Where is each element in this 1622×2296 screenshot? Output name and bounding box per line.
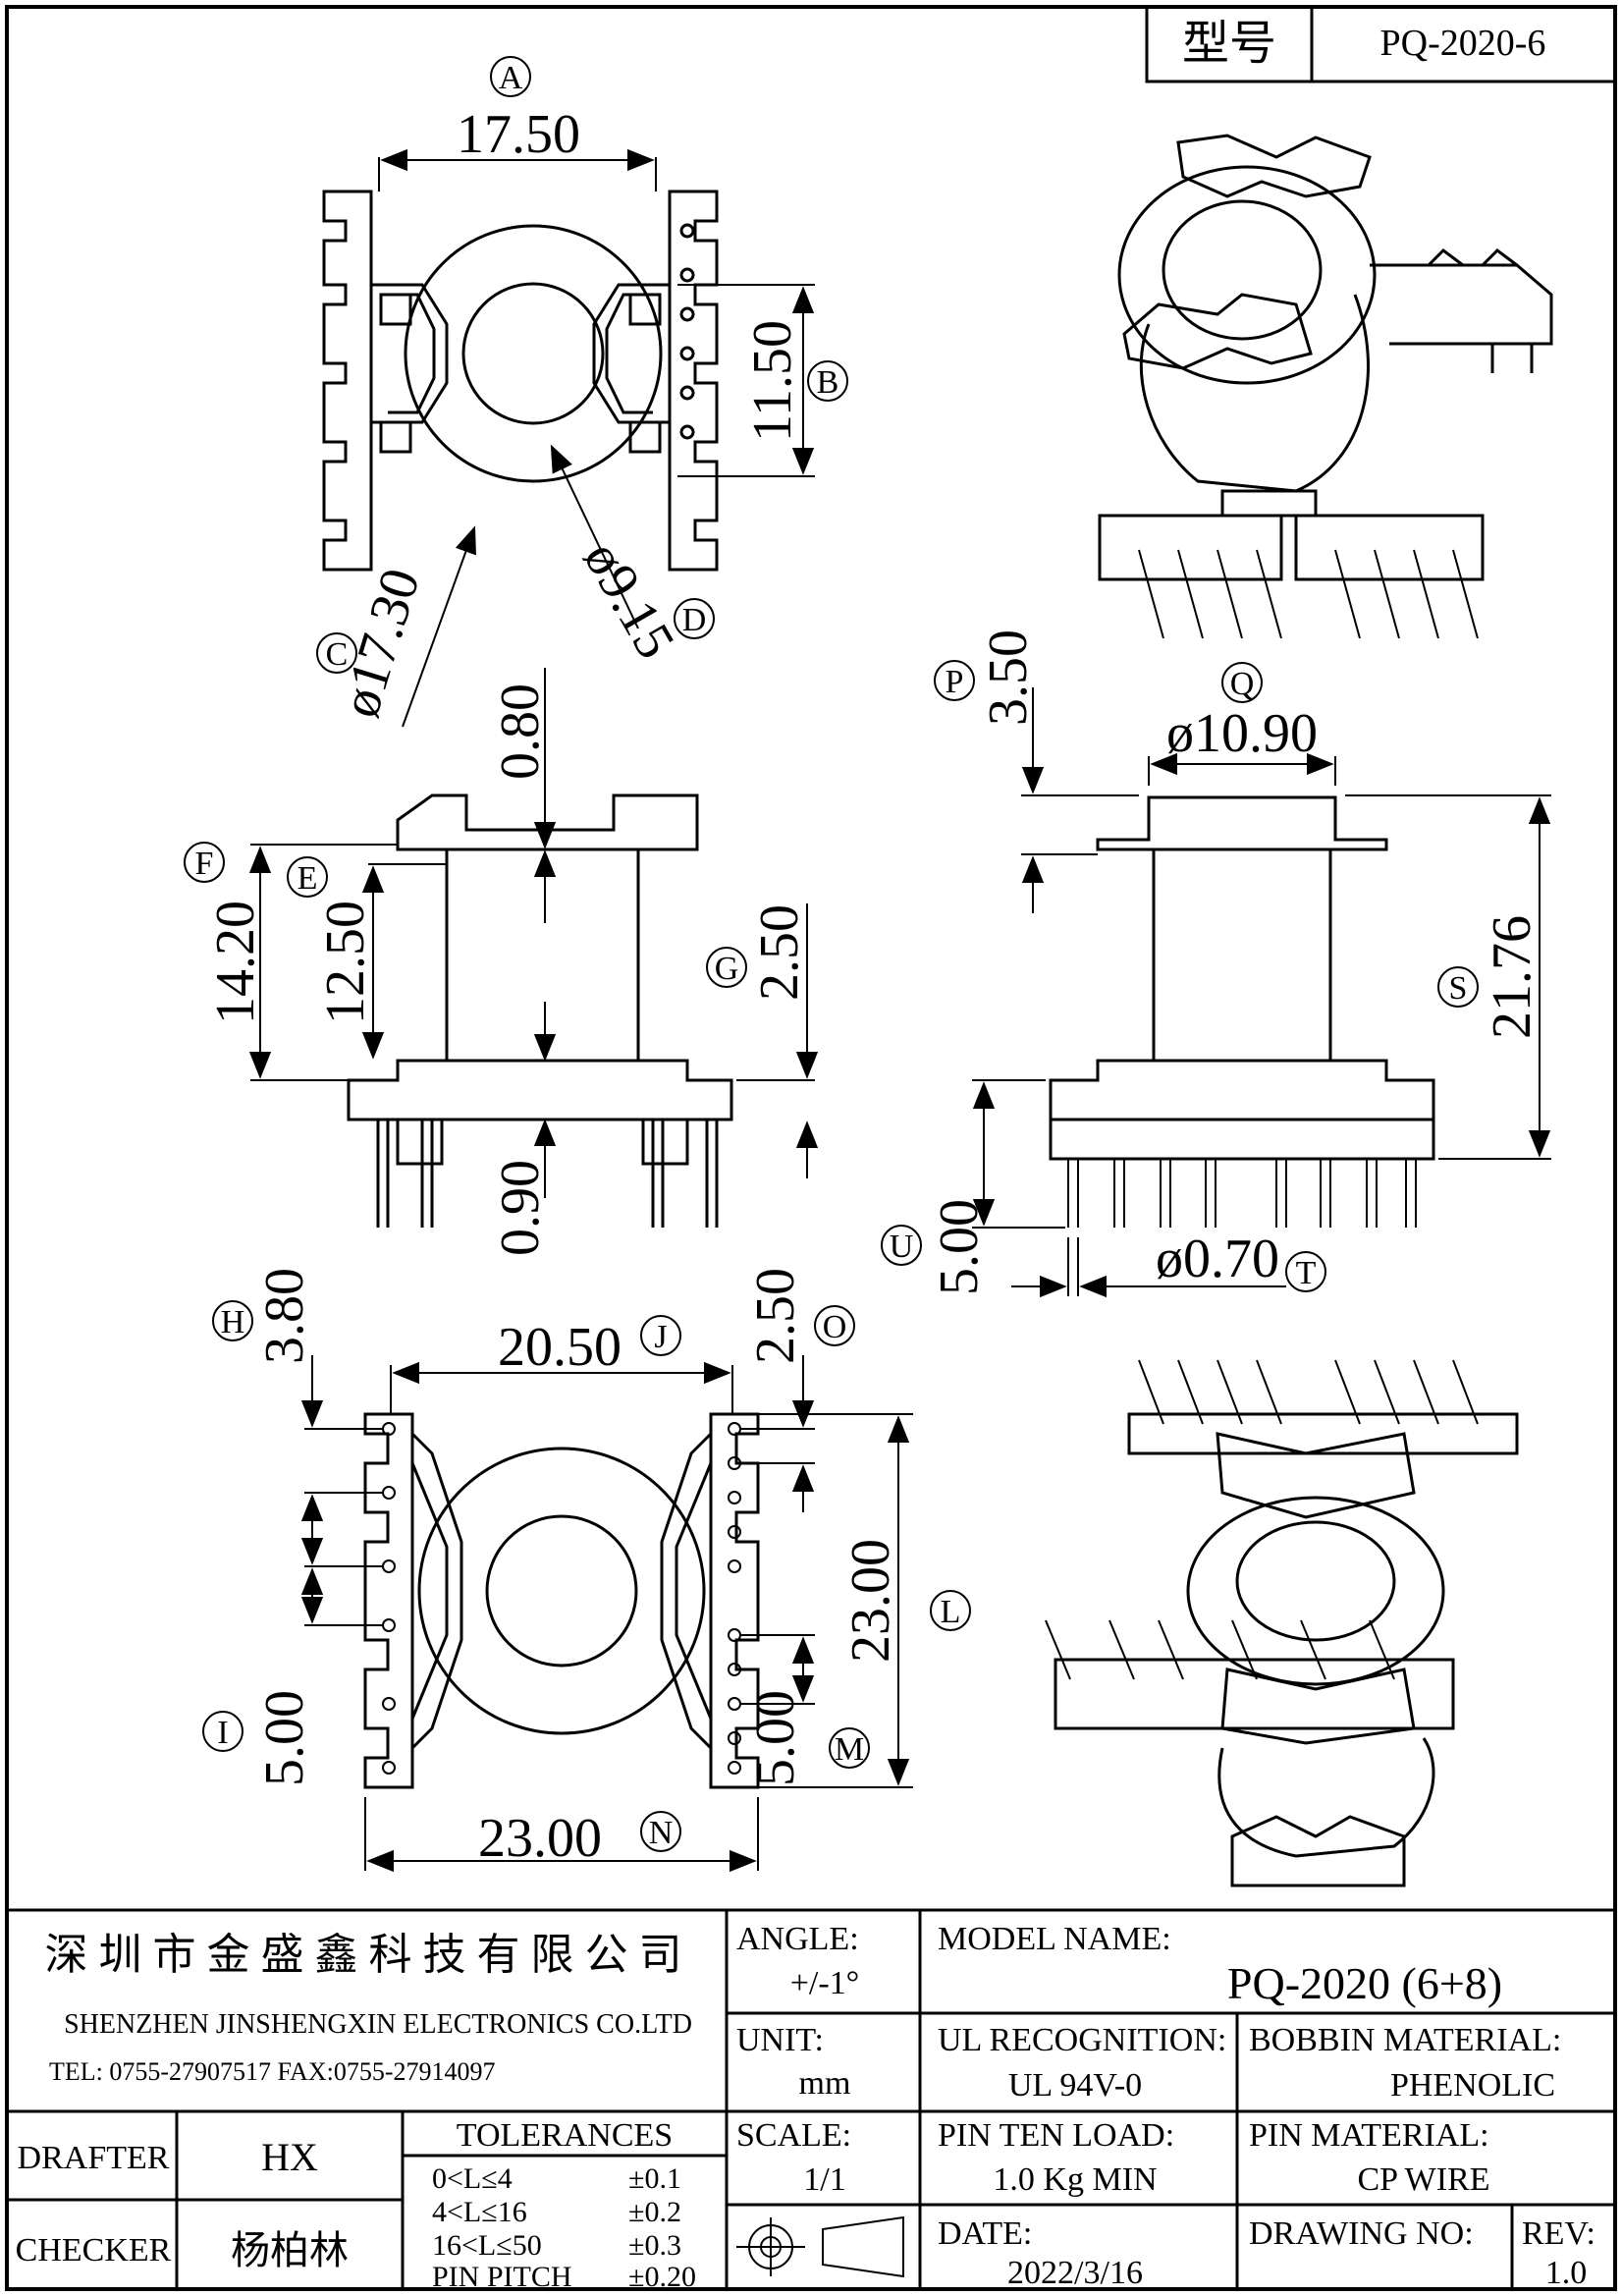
dim-G: 2.50 [749,904,810,1001]
dim-U: 5.00 [929,1199,990,1295]
checker-label: CHECKER [16,2232,172,2269]
scale-value: 1/1 [803,2161,845,2198]
bobbin-value: PHENOLIC [1390,2067,1555,2104]
company-name-en: SHENZHEN JINSHENGXIN ELECTRONICS CO.LTD [64,2009,692,2040]
callout-P: P [946,664,964,700]
unit-label: UNIT: [736,2022,824,2058]
callout-D: D [682,602,707,638]
bottom-view [363,1412,760,1789]
scale-label: SCALE: [736,2117,851,2154]
drawing-no-label: DRAWING NO: [1249,2215,1474,2252]
model-name-value: PQ-2020 (6+8) [1227,1958,1502,2008]
rev-value: 1.0 [1545,2255,1588,2291]
dim-H: 3.80 [254,1268,315,1364]
company-contact: TEL: 0755-27907517 FAX:0755-27914097 [49,2057,496,2086]
drafter-value: HX [261,2135,318,2179]
callout-E: E [297,860,318,897]
rev-label: REV: [1522,2215,1595,2252]
dim-I: 5.00 [254,1690,315,1786]
callout-G: G [715,951,739,987]
callout-T: T [1296,1255,1317,1291]
isometric-view-bottom [1045,1359,1519,1887]
dim-E: 12.50 [315,901,376,1024]
callout-O: O [823,1309,847,1345]
dim-N: 23.00 [478,1808,602,1869]
bottom-view-dimensions [300,1355,913,1873]
tolerance-value: ±0.20 [628,2261,696,2293]
drawing-border [5,5,1617,2291]
callout-bubbles [184,56,1479,1852]
top-view-dimensions [378,148,815,728]
bobbin-label: BOBBIN MATERIAL: [1249,2022,1561,2058]
callout-B: B [817,364,839,401]
callout-letters: A B C D E F G P Q S U T H J O L I M N [195,60,1468,1851]
dim-top-gap: 0.80 [490,683,551,780]
pin-load-label: PIN TEN LOAD: [938,2117,1174,2154]
tolerance-value: ±0.3 [628,2229,681,2262]
callout-U: U [890,1229,914,1265]
callout-L: L [941,1594,961,1630]
first-angle-projection-icon [736,2215,904,2278]
tolerance-range: 0<L≤4 [432,2162,513,2195]
tolerance-value: ±0.2 [628,2196,681,2228]
callout-A: A [499,60,523,96]
front-view [347,793,733,1228]
callout-J: J [654,1319,667,1355]
callout-C: C [326,636,349,673]
unit-value: mm [799,2065,851,2102]
checker-value: 杨柏林 [231,2228,349,2272]
tolerance-value: ±0.1 [628,2162,681,2195]
tolerance-range: 16<L≤50 [432,2229,542,2262]
dim-F: 14.20 [205,901,266,1024]
tolerance-range: 4<L≤16 [432,2196,527,2228]
title-block-lines [7,1908,1615,2289]
side-view-dimensions [972,687,1551,1298]
model-header-value: PQ-2020-6 [1380,23,1546,64]
callout-S: S [1449,970,1468,1007]
ul-label: UL RECOGNITION: [938,2022,1226,2058]
company-name-cn: 深 圳 市 金 盛 鑫 科 技 有 限 公 司 [45,1931,682,1979]
pin-material-label: PIN MATERIAL: [1249,2117,1489,2154]
callout-I: I [217,1715,228,1751]
angle-label: ANGLE: [736,1921,859,1957]
dim-B: 11.50 [742,320,803,442]
ul-value: UL 94V-0 [1008,2067,1142,2104]
pin-material-value: CP WIRE [1357,2161,1489,2198]
date-label: DATE: [938,2215,1032,2252]
drafter-label: DRAFTER [18,2140,170,2176]
side-view [1049,795,1435,1228]
dim-L: 23.00 [840,1539,901,1663]
dim-T: ø0.70 [1156,1229,1279,1289]
dim-M: 5.00 [745,1690,806,1786]
dim-J: 20.50 [498,1317,622,1378]
callout-F: F [195,846,214,882]
tolerance-range: PIN PITCH [432,2261,572,2293]
callout-Q: Q [1230,666,1255,702]
front-view-dimensions [248,668,819,1198]
top-view [322,190,719,572]
callout-N: N [649,1815,674,1851]
tolerances-label: TOLERANCES [457,2117,673,2154]
angle-value: +/-1° [790,1965,860,2001]
isometric-view-top [1098,134,1553,639]
date-value: 2022/3/16 [1007,2255,1143,2291]
model-header-box: 型号 PQ-2020-6 [1145,5,1617,83]
dim-A: 17.50 [457,104,580,165]
dim-O: 2.50 [745,1268,806,1364]
callout-H: H [221,1304,245,1340]
dim-Q: ø10.90 [1166,703,1318,764]
pin-load-value: 1.0 Kg MIN [993,2161,1157,2198]
dim-S: 21.76 [1482,915,1542,1039]
tolerances-table: 0<L≤4 ±0.1 4<L≤16 ±0.2 16<L≤50 ±0.3 PIN … [432,2162,696,2293]
dim-P: 3.50 [978,629,1039,726]
callout-M: M [835,1731,864,1768]
dim-bottom-gap: 0.90 [490,1160,551,1256]
model-name-label: MODEL NAME: [938,1921,1171,1957]
model-header-label: 型号 [1182,18,1276,70]
